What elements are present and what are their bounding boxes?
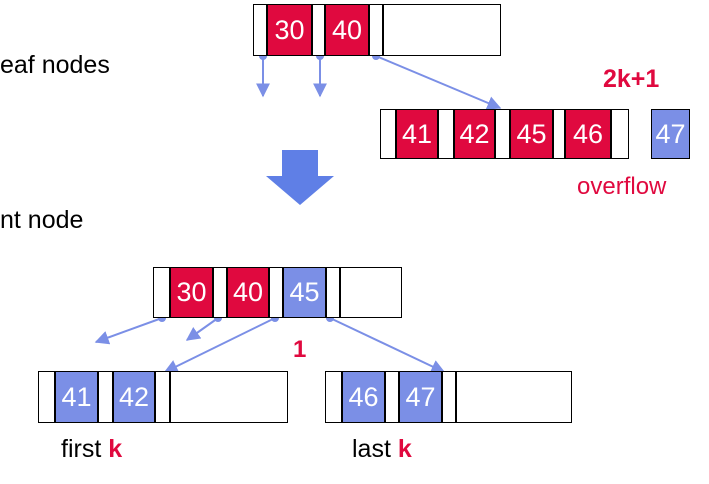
node-divider [564,110,566,158]
top-internal-node: 30 40 [253,4,501,56]
overflow-label: overflow [577,173,667,200]
node-divider [266,5,268,55]
top-node-pointers [256,52,502,110]
leaf-key: 45 [511,110,552,158]
node-key: 30 [268,5,311,55]
leaf-key: 46 [566,110,610,158]
node-divider [398,372,400,422]
transform-down-arrow [266,150,334,205]
node-divider [437,110,439,158]
node-divider [441,372,443,422]
pointer-arrow [94,317,163,345]
node-divider [395,110,397,158]
node-divider [610,110,612,158]
pointer-arrow [185,317,219,341]
node-divider [311,5,313,55]
node-divider [368,5,370,55]
overflowing-leaf-node: 41 42 45 46 [380,109,629,159]
node-divider [324,5,326,55]
pointer-arrow-to-right-leaf [329,317,446,373]
node-divider [97,372,99,422]
leaf-key: 46 [343,372,384,422]
leaf-key: 42 [114,372,154,422]
k-symbol: k [397,435,412,463]
node-divider [112,372,114,422]
pointer-arrow-to-leaf [375,55,502,110]
parent-node-pointers [94,314,446,373]
node-divider [325,268,327,317]
k-symbol: k [108,435,123,463]
node-divider [384,372,386,422]
node-divider [339,268,341,317]
node-divider [54,372,56,422]
node-divider [268,268,270,317]
leaf-key: 42 [455,110,494,158]
parent-node-label: nt node [0,206,84,234]
last-k-label: last k [352,437,412,462]
right-leaf-node: 46 47 [325,371,572,423]
parent-node-after-split: 30 40 45 [153,267,402,318]
leaf-key: 47 [400,372,441,422]
node-divider [382,5,384,55]
left-leaf-node: 41 42 [38,371,288,423]
leaf-key: 41 [397,110,437,158]
first-k-label: first k [61,437,122,462]
leaf-key: 41 [56,372,97,422]
node-divider [169,372,171,422]
node-divider [455,372,457,422]
parent-key: 30 [171,268,212,317]
node-divider [494,110,496,158]
node-divider [154,372,156,422]
promoted-key: 45 [284,268,325,317]
node-divider [169,268,171,317]
parent-key: 40 [228,268,268,317]
node-divider [509,110,511,158]
first-word: first [61,435,102,463]
leaf-nodes-label: eaf nodes [0,51,110,79]
node-divider [453,110,455,158]
two-k-plus-one-label: 2k+1 [603,65,660,93]
pointer-arrow-to-left-leaf [163,317,276,373]
node-key: 40 [326,5,368,55]
node-divider [212,268,214,317]
node-divider [226,268,228,317]
node-divider [341,372,343,422]
last-word: last [352,435,391,463]
node-divider [282,268,284,317]
split-count-label: 1 [293,336,307,363]
overflow-key: 47 [651,109,690,159]
node-divider [552,110,554,158]
